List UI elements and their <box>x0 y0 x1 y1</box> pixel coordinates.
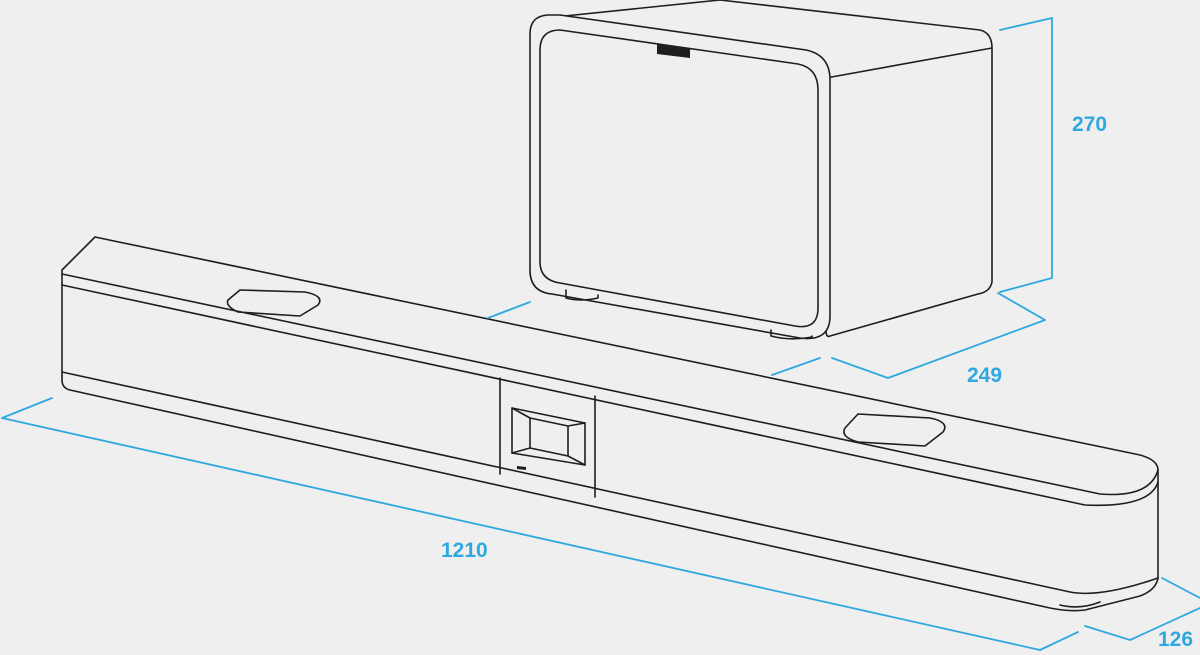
soundbar-depth-dimension-line <box>1084 577 1200 641</box>
dimension-lines <box>1 17 1200 651</box>
status-led <box>517 466 526 470</box>
soundbar-depth-label: 126 <box>1158 628 1194 651</box>
width-dimension-line <box>1 397 1079 651</box>
width-label: 1210 <box>441 539 488 562</box>
subwoofer-logo-badge <box>657 44 690 58</box>
subwoofer <box>529 0 993 340</box>
display-panel <box>499 377 596 498</box>
subwoofer-depth-dimension-line <box>831 292 1046 379</box>
height-label: 270 <box>1072 113 1108 136</box>
subwoofer-depth-label: 249 <box>967 364 1003 387</box>
top-control-pad-right <box>843 413 946 447</box>
soundbar <box>61 236 1159 612</box>
height-dimension-line <box>999 17 1053 293</box>
top-control-pad-left <box>226 289 321 317</box>
